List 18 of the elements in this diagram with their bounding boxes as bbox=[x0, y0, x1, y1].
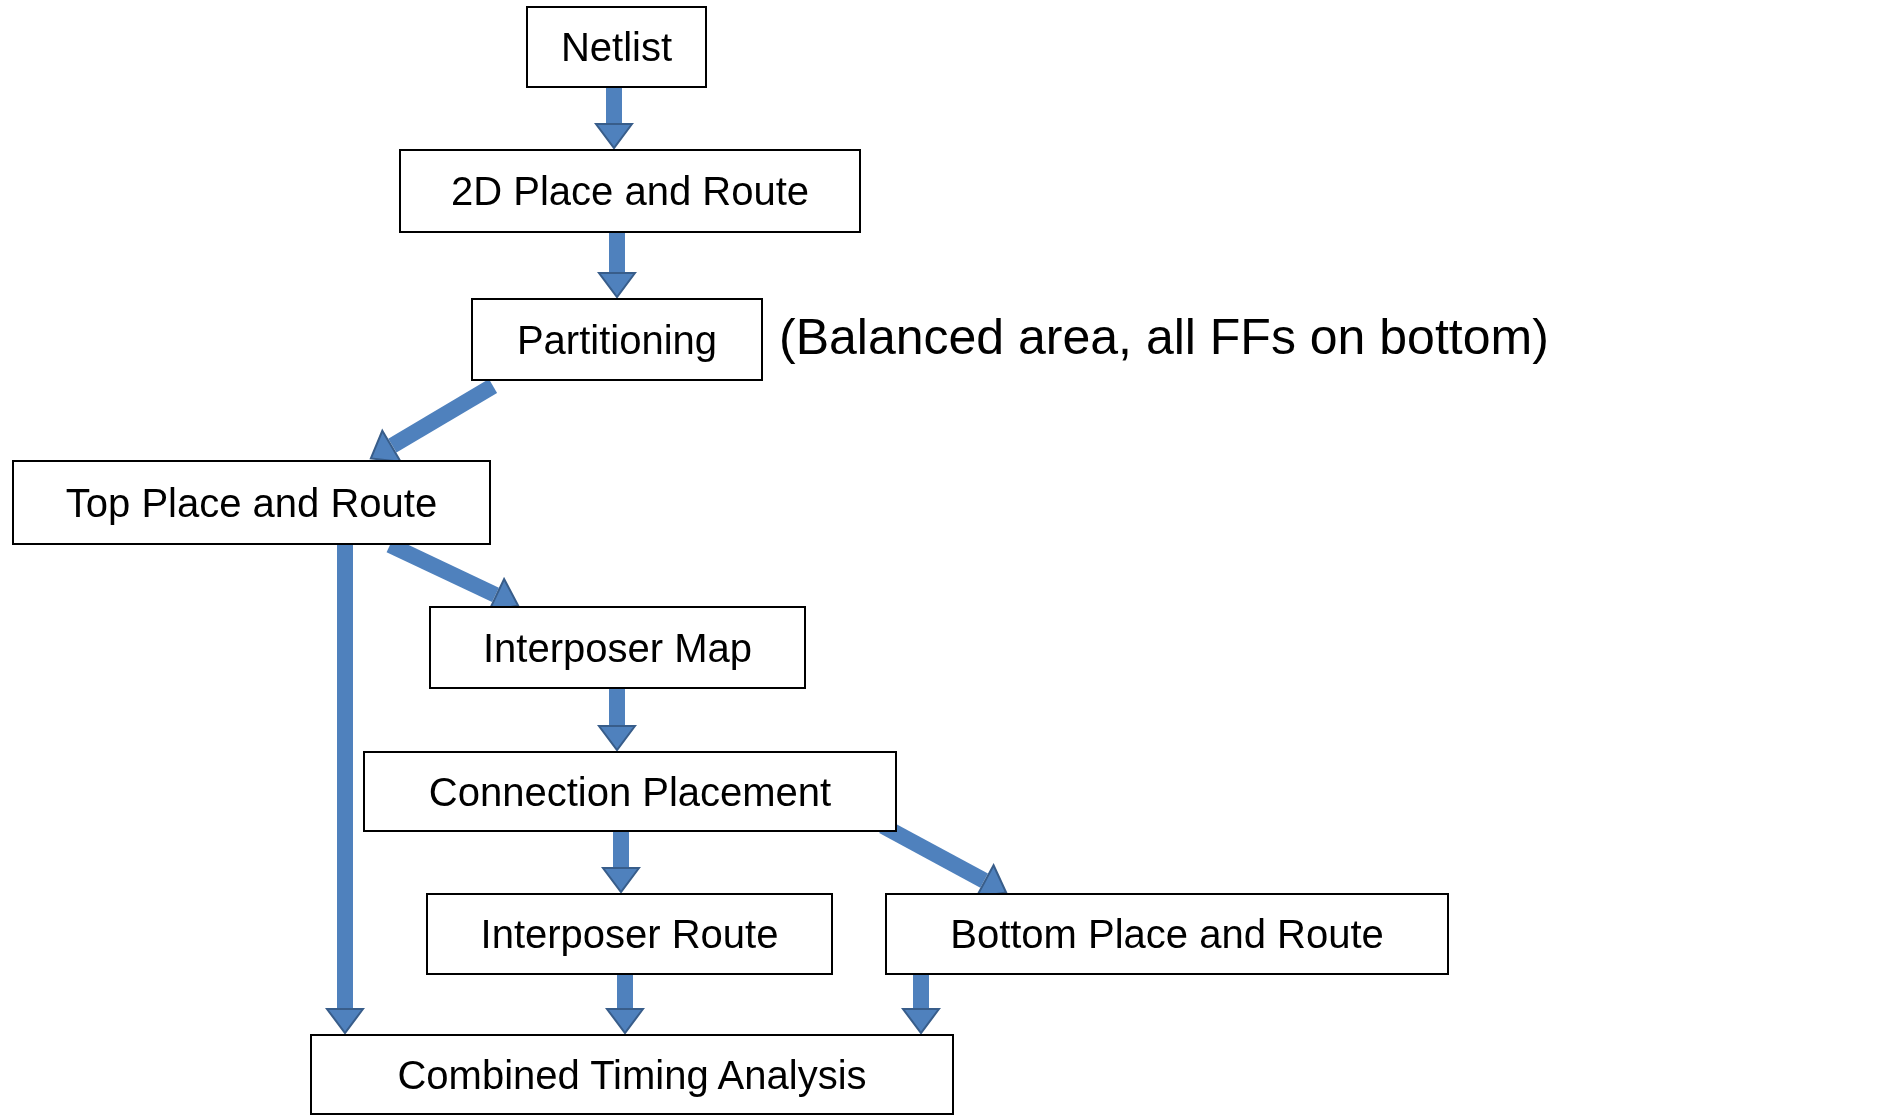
block-arrow bbox=[598, 689, 636, 751]
process-box: Partitioning bbox=[471, 298, 763, 381]
block-arrow bbox=[595, 88, 633, 149]
process-box: Top Place and Route bbox=[12, 460, 491, 545]
process-box: Interposer Map bbox=[429, 606, 806, 689]
block-arrow bbox=[326, 545, 364, 1034]
process-box: Bottom Place and Route bbox=[885, 893, 1449, 975]
process-box: Combined Timing Analysis bbox=[310, 1034, 954, 1115]
block-arrow bbox=[606, 975, 644, 1034]
annotation-text: (Balanced area, all FFs on bottom) bbox=[779, 312, 1549, 362]
block-arrow bbox=[602, 832, 640, 893]
process-box: Connection Placement bbox=[363, 751, 897, 832]
process-box: Netlist bbox=[526, 6, 707, 88]
process-box: 2D Place and Route bbox=[399, 149, 861, 233]
block-arrow bbox=[902, 975, 940, 1034]
block-arrow bbox=[598, 233, 636, 298]
process-box: Interposer Route bbox=[426, 893, 833, 975]
block-arrow bbox=[369, 379, 498, 463]
